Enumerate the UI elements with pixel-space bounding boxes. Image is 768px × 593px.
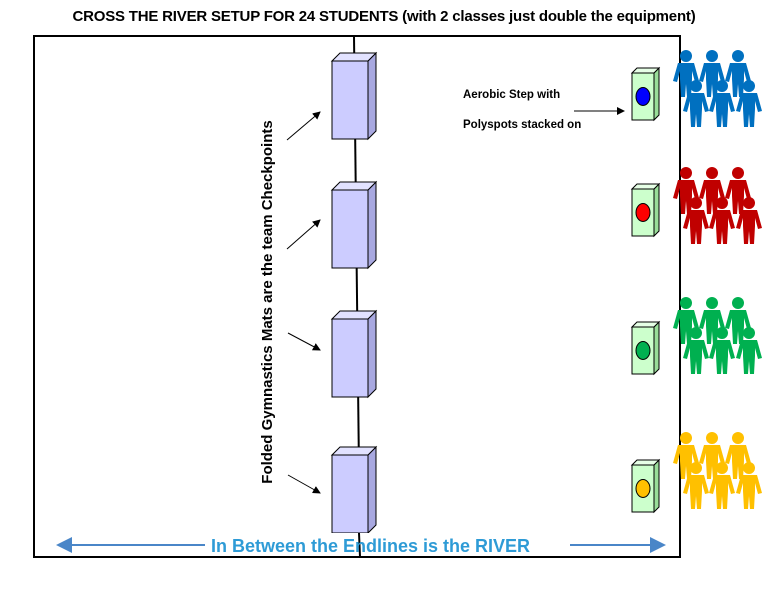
student-icon xyxy=(699,297,725,344)
student-icon xyxy=(673,432,699,479)
gymnastics-mat-icon xyxy=(330,445,378,535)
page-title: CROSS THE RIVER SETUP FOR 24 STUDENTS (w… xyxy=(72,8,696,25)
play-area-border xyxy=(33,35,681,558)
student-icon xyxy=(709,327,735,374)
student-icon xyxy=(673,50,699,97)
mat-pointer-arrow xyxy=(287,332,321,351)
step-label-line2: Polyspots stacked on xyxy=(463,119,581,131)
student-team-yellow xyxy=(673,432,762,509)
student-icon xyxy=(725,167,751,214)
student-icon xyxy=(683,327,709,374)
mat-pointers xyxy=(286,111,321,494)
student-icon xyxy=(683,197,709,244)
aerobic-step-icon xyxy=(630,458,661,514)
river-label-bg xyxy=(208,533,570,556)
mat-pointer-arrow xyxy=(286,219,321,250)
student-icon xyxy=(736,462,762,509)
students-group xyxy=(673,50,762,509)
student-icon xyxy=(736,327,762,374)
student-icon xyxy=(699,50,725,97)
student-icon xyxy=(725,297,751,344)
student-icon xyxy=(736,80,762,127)
student-icon xyxy=(699,167,725,214)
mats-label: Folded Gymnastics Mats are the team Chec… xyxy=(259,120,276,483)
steps-group xyxy=(630,66,661,514)
center-line-overlay xyxy=(358,532,361,558)
aerobic-step-icon xyxy=(630,66,661,122)
gymnastics-mat-icon xyxy=(330,180,378,270)
step-label-line1: Aerobic Step with xyxy=(463,89,560,101)
gymnastics-mat-icon xyxy=(330,309,378,399)
polyspot-icon xyxy=(635,341,651,360)
student-icon xyxy=(736,197,762,244)
student-icon xyxy=(683,462,709,509)
mat-pointer-arrow xyxy=(286,111,321,141)
gymnastics-mat-icon xyxy=(330,51,378,141)
student-icon xyxy=(673,297,699,344)
student-icon xyxy=(725,432,751,479)
aerobic-step-icon xyxy=(630,182,661,238)
student-icon xyxy=(725,50,751,97)
mat-pointer-arrow xyxy=(287,474,321,494)
student-team-red xyxy=(673,167,762,244)
student-icon xyxy=(683,80,709,127)
polyspot-icon xyxy=(635,479,651,498)
student-icon xyxy=(699,432,725,479)
student-icon xyxy=(673,167,699,214)
student-team-green xyxy=(673,297,762,374)
student-team-blue xyxy=(673,50,762,127)
polyspot-icon xyxy=(635,87,651,106)
polyspot-icon xyxy=(635,203,651,222)
aerobic-step-icon xyxy=(630,320,661,376)
student-icon xyxy=(709,80,735,127)
student-icon xyxy=(709,462,735,509)
student-icon xyxy=(709,197,735,244)
mats-group xyxy=(330,51,378,535)
river-label: In Between the Endlines is the RIVER xyxy=(211,536,530,556)
